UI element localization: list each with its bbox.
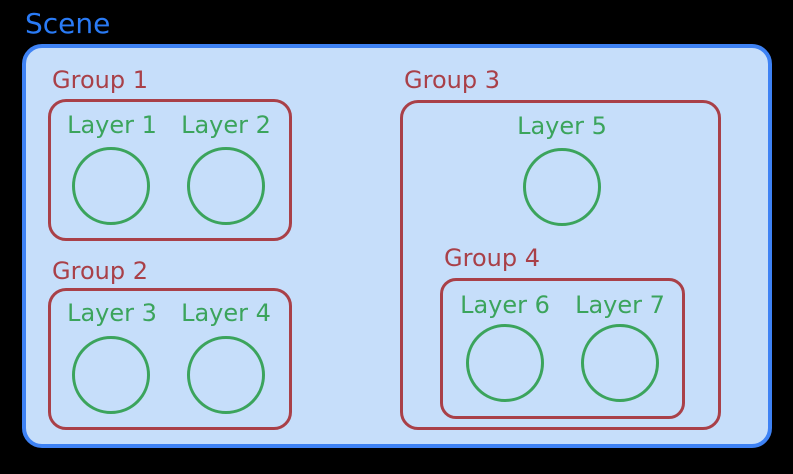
layer-4-circle bbox=[187, 336, 265, 414]
layer-4-label: Layer 4 bbox=[181, 299, 271, 327]
scene-title: Scene bbox=[25, 7, 111, 40]
layer-3-label: Layer 3 bbox=[67, 299, 157, 327]
layer-5-label: Layer 5 bbox=[517, 112, 607, 140]
layer-7-label: Layer 7 bbox=[575, 291, 665, 319]
layer-6-label: Layer 6 bbox=[460, 291, 550, 319]
group-4-box bbox=[440, 278, 685, 419]
layer-1-label: Layer 1 bbox=[67, 111, 157, 139]
group-1-box bbox=[48, 99, 292, 241]
group-2-box bbox=[48, 288, 292, 430]
group-3-box bbox=[400, 100, 721, 430]
group-2-label: Group 2 bbox=[52, 257, 148, 285]
layer-6-circle bbox=[466, 324, 544, 402]
layer-2-label: Layer 2 bbox=[181, 111, 271, 139]
group-1-label: Group 1 bbox=[52, 66, 148, 94]
layer-7-circle bbox=[581, 324, 659, 402]
layer-3-circle bbox=[72, 336, 150, 414]
layer-1-circle bbox=[72, 147, 150, 225]
layer-2-circle bbox=[187, 147, 265, 225]
group-3-label: Group 3 bbox=[404, 66, 500, 94]
group-4-label: Group 4 bbox=[444, 244, 540, 272]
layer-5-circle bbox=[523, 148, 601, 226]
